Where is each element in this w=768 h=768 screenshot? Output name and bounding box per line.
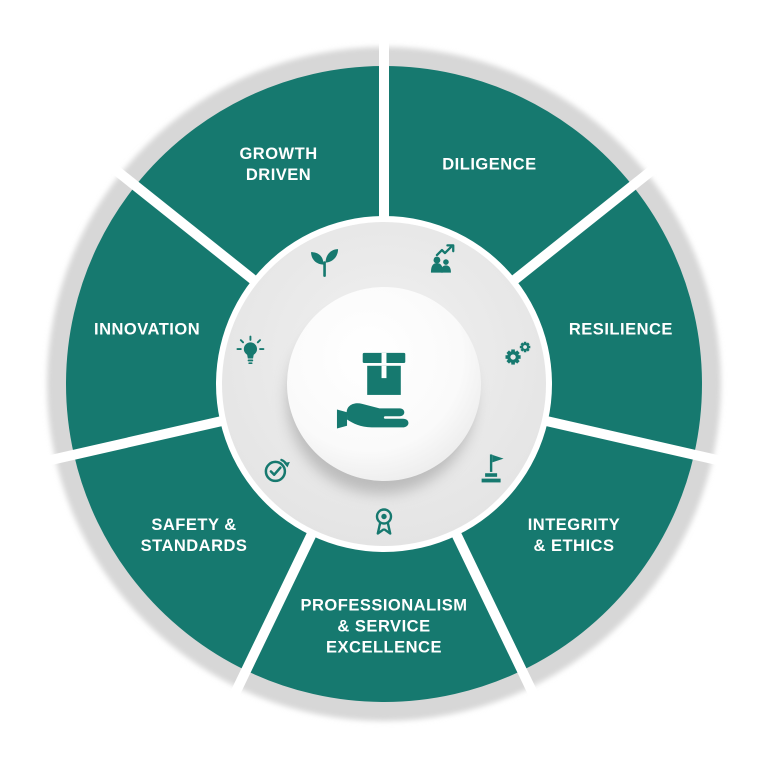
segment-professionalism-service-excellence: [246, 535, 522, 702]
segment-diligence: [384, 66, 633, 280]
segment-resilience: [515, 185, 702, 455]
award-ribbon-icon: [375, 508, 393, 535]
segment-growth-driven: [135, 66, 384, 280]
flag-podium-icon: [481, 454, 504, 483]
sprout-icon: [311, 249, 339, 277]
gears-icon: [505, 341, 531, 365]
hand-holding-box-icon: [336, 352, 409, 429]
segment-innovation: [66, 185, 253, 455]
team-growth-arrow-icon: [430, 244, 455, 273]
lightbulb-icon: [236, 335, 265, 365]
clock-check-icon: [264, 458, 290, 483]
segment-integrity-ethics: [456, 421, 695, 671]
segment-safety-standards: [73, 421, 312, 671]
